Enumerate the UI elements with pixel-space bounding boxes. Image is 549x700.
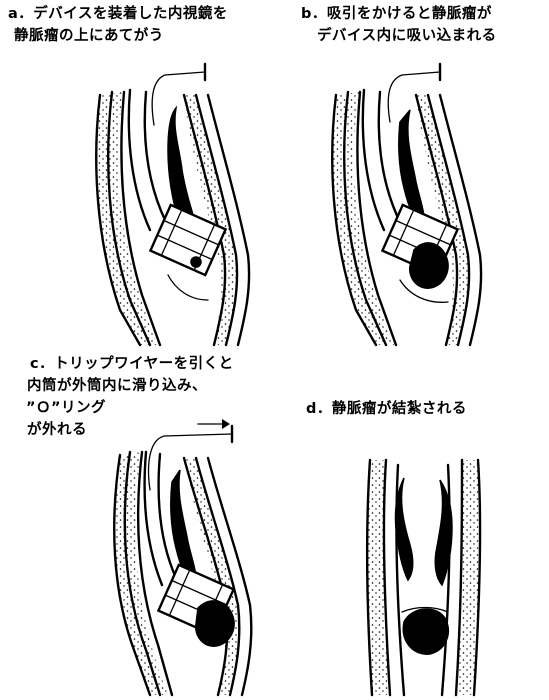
panel-b-illustration bbox=[332, 64, 481, 345]
panel-d-illustration bbox=[367, 460, 480, 695]
panel-c-illustration bbox=[114, 419, 251, 695]
panel-a-illustration bbox=[96, 64, 249, 345]
